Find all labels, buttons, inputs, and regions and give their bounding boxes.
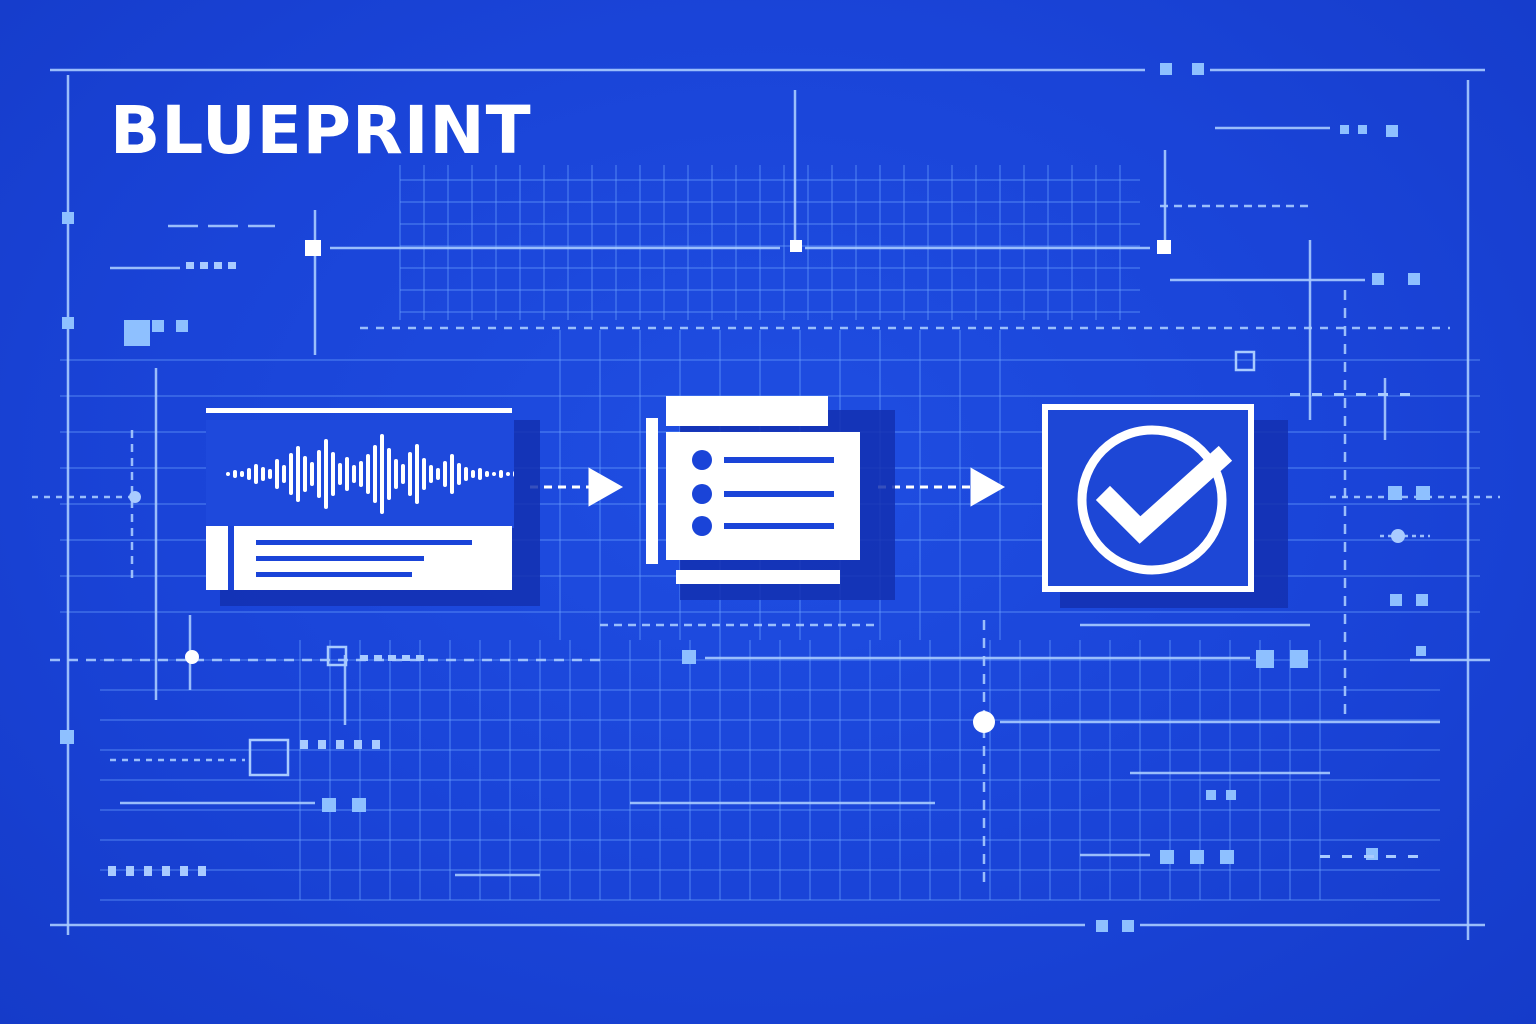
audio-waveform-icon (226, 434, 514, 514)
audio-waveform-transcript-icon (206, 408, 514, 590)
blueprint-title: BLUEPRINT (110, 92, 532, 169)
checkmark-circle-icon (1042, 404, 1254, 592)
transcript-panel (206, 526, 512, 590)
